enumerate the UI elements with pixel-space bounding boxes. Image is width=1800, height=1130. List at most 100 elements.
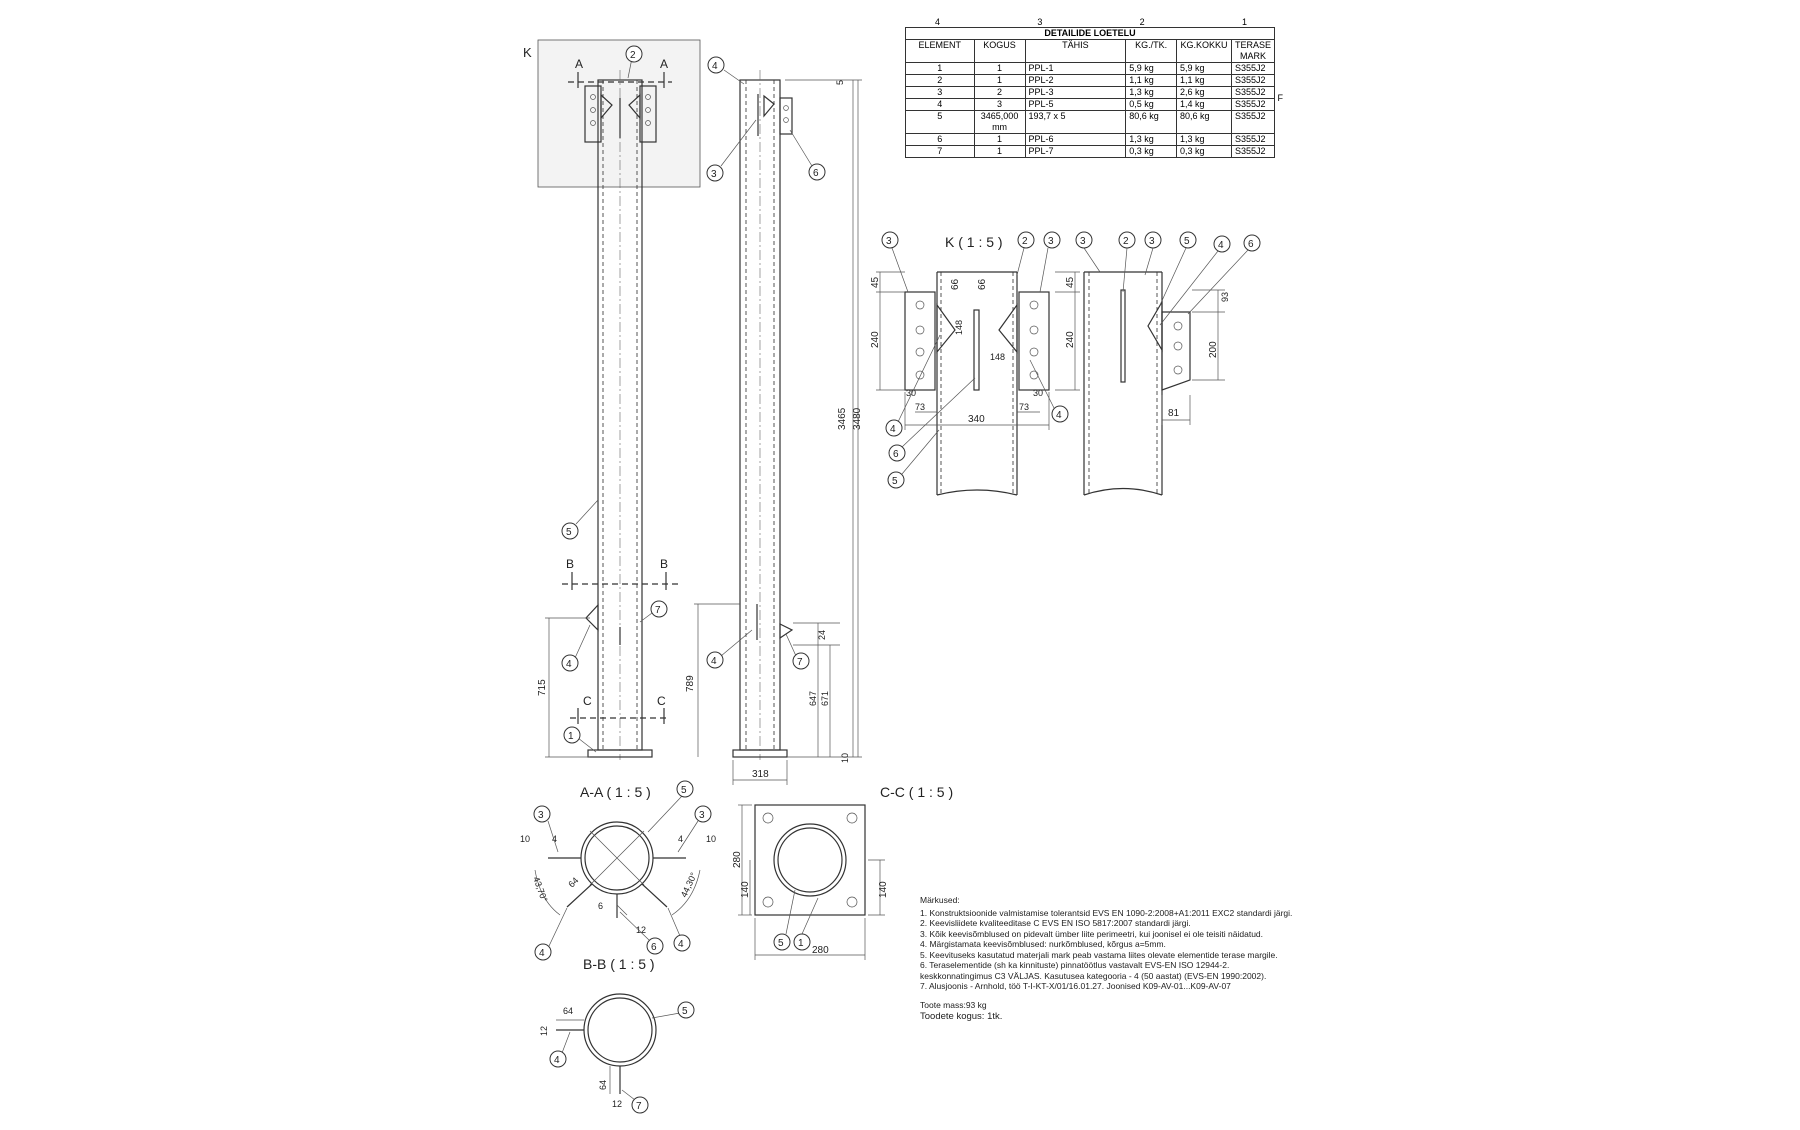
dim-side-789: 789 [685, 675, 696, 692]
dim-k-66b: 66 [977, 278, 988, 290]
dim-side-3465: 3465 [837, 407, 848, 430]
note-item: 2. Keevisliidete kvaliteeditase C EVS EN… [920, 918, 1191, 928]
table-row: 3 2 PPL-3 1,3 kg 2,6 kg S355J2 [905, 86, 1276, 99]
section-c-right: C [657, 694, 666, 708]
dim-aa-4b: 4 [678, 834, 683, 844]
summary-block: Toote mass:93 kg Toodete kogus: 1tk. [920, 1000, 1002, 1022]
dim-cc-140b: 140 [878, 881, 889, 898]
col-kg-tk: KG./TK. [1125, 39, 1177, 63]
dim-k-73a: 73 [915, 402, 925, 412]
dim-k-45a: 45 [870, 276, 881, 288]
note-item: 3. Kõik keevisõmblused on pidevalt ümber… [920, 928, 1264, 939]
dim-aa-43: 43,70° [531, 875, 549, 903]
dim-aa-10a: 10 [520, 834, 530, 844]
section-aa: A-A ( 1 : 5 ) 10 4 4 10 64 43,70° 44,30°… [520, 780, 716, 961]
table-row: 1 1 PPL-1 5,9 kg 5,9 kg S355J2 [905, 62, 1276, 75]
parts-table-header: ELEMENT KOGUS TÄHIS KG./TK. KG.KOKKU TER… [905, 39, 1276, 63]
parts-table: DETAILIDE LOETELU ELEMENT KOGUS TÄHIS KG… [905, 27, 1276, 158]
dim-k-240b: 240 [1065, 331, 1076, 348]
product-quantity: Toodete kogus: 1tk. [920, 1011, 1003, 1022]
balloon-ks-5: 5 [1184, 236, 1190, 247]
dim-side-671: 671 [820, 691, 830, 706]
zone-row-f: F [1277, 93, 1284, 103]
section-bb-title: B-B ( 1 : 5 ) [583, 956, 655, 972]
parts-table-title: DETAILIDE LOETELU [905, 27, 1275, 40]
section-bb: B-B ( 1 : 5 ) 64 12 64 12 5 4 7 [539, 956, 695, 1114]
side-view: 3465 3480 5 789 24 647 671 10 318 4 3 6 … [685, 56, 863, 785]
table-row: 4 3 PPL-5 0,5 kg 1,4 kg S355J2 [905, 98, 1276, 111]
dim-k-73b: 73 [1019, 402, 1029, 412]
section-a-right: A [660, 57, 668, 71]
note-item: 5. Keevituseks kasutatud materjali mark … [920, 949, 1278, 960]
section-cc-title: C-C ( 1 : 5 ) [880, 784, 953, 800]
zone-columns: 4 3 2 1 [905, 17, 1275, 27]
balloon-7-side: 7 [797, 657, 803, 668]
section-c-left: C [583, 694, 592, 708]
dim-k-45b: 45 [1065, 276, 1076, 288]
balloon-cc-5: 5 [778, 938, 784, 949]
balloon-4-side-top: 4 [712, 61, 718, 72]
balloon-ks-3: 3 [1149, 236, 1155, 247]
balloon-4-front: 4 [566, 659, 572, 670]
product-mass: Toote mass:93 kg [920, 1000, 987, 1010]
table-row: 7 1 PPL-7 0,3 kg 0,3 kg S355J2 [905, 145, 1276, 158]
dim-aa-10b: 10 [706, 834, 716, 844]
balloon-k-3b: 3 [1048, 236, 1054, 247]
balloon-aa-4b: 4 [678, 939, 684, 950]
dim-cc-140a: 140 [740, 881, 751, 898]
balloon-aa-3b: 3 [699, 810, 705, 821]
note-item: keskkonnatingimus C3 VÄLJAS. Kasutusea k… [920, 970, 1267, 981]
zone-col-1: 1 [1241, 17, 1247, 27]
balloon-k-3a: 3 [886, 236, 892, 247]
balloon-ks-2: 2 [1123, 236, 1129, 247]
col-element: ELEMENT [905, 39, 975, 63]
table-row: 5 3465,000 mm 193,7 x 5 80,6 kg 80,6 kg … [905, 110, 1276, 134]
dim-aa-12: 12 [636, 925, 646, 935]
dim-k-200: 200 [1208, 341, 1219, 358]
table-row: 6 1 PPL-6 1,3 kg 1,3 kg S355J2 [905, 133, 1276, 146]
balloon-cc-1: 1 [798, 938, 804, 949]
dim-k-148b: 148 [990, 352, 1005, 362]
balloon-bb-5: 5 [682, 1006, 688, 1017]
detail-k-side: 93 200 81 2 3 5 4 6 3 [1075, 231, 1261, 496]
dim-front-715: 715 [537, 679, 548, 696]
dim-side-5: 5 [835, 80, 845, 85]
balloon-7-front: 7 [655, 605, 661, 616]
dim-side-10: 10 [840, 753, 850, 763]
front-view: K A A B B C C [523, 39, 701, 760]
balloon-2-front: 2 [630, 50, 636, 61]
note-item: 4. Märgistamata keevisõmblused: nurkõmbl… [920, 939, 1166, 949]
note-item: 1. Konstruktsioonide valmistamise tolera… [920, 907, 1293, 918]
dim-bb-64a: 64 [563, 1006, 573, 1016]
balloon-k-5: 5 [892, 476, 898, 487]
balloon-aa-3a: 3 [538, 810, 544, 821]
balloon-5-front: 5 [566, 527, 572, 538]
col-kg-kokku: KG.KOKKU [1175, 39, 1232, 63]
col-mark: TERASE MARK [1230, 39, 1276, 63]
balloon-k-4b: 4 [1056, 410, 1062, 421]
section-b-right: B [660, 557, 668, 571]
note-item: 6. Teraselementide (sh ka kinnituste) pi… [920, 960, 1230, 970]
dim-aa-6: 6 [598, 901, 603, 911]
detail-k-frame [537, 39, 701, 188]
dim-bb-12a: 12 [539, 1026, 549, 1036]
balloon-aa-6: 6 [651, 942, 657, 953]
dim-k-93: 93 [1220, 292, 1230, 302]
notes-block: Märkused: 1. Konstruktsioonide valmistam… [920, 895, 1340, 992]
dim-k-240a: 240 [870, 331, 881, 348]
dim-side-647: 647 [808, 691, 818, 706]
dim-cc-280a: 280 [732, 851, 743, 868]
balloon-aa-5: 5 [681, 785, 687, 796]
balloon-k-2: 2 [1022, 236, 1028, 247]
dim-aa-4a: 4 [552, 834, 557, 844]
zone-col-2: 2 [1139, 17, 1145, 27]
balloon-ks-3b: 3 [1080, 236, 1086, 247]
zone-col-3: 3 [1037, 17, 1043, 27]
balloon-ks-4: 4 [1218, 240, 1224, 251]
section-aa-title: A-A ( 1 : 5 ) [580, 784, 651, 800]
dim-side-3480: 3480 [852, 407, 863, 430]
section-a-left: A [575, 57, 583, 71]
dim-side-318: 318 [752, 769, 769, 780]
col-tahis: TÄHIS [1024, 39, 1127, 63]
section-cc: C-C ( 1 : 5 ) 280 140 140 280 5 1 [732, 784, 953, 960]
